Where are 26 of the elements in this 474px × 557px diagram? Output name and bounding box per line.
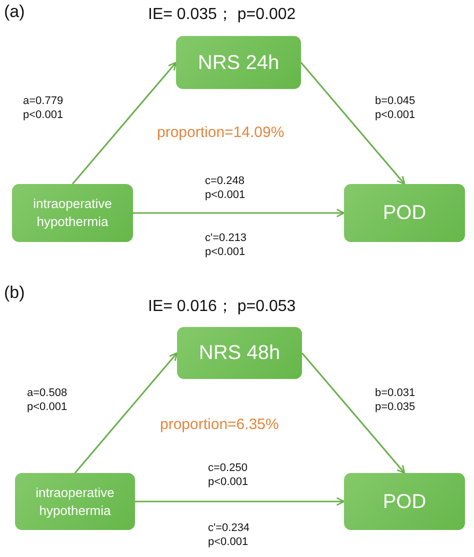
variable-box: NRS 48h [177,327,302,379]
edge-label: a=0.779 p<0.001 [23,95,64,122]
statistic-text: IE= 0.016； p=0.053 [148,297,296,317]
arrow [74,352,178,474]
edge-label: b=0.031 p=0.035 [375,387,416,414]
variable-box: intraoperative hypothermia [12,184,133,242]
variable-box: NRS 24h [176,36,301,89]
arrow [301,352,406,474]
edge-label: b=0.045 p<0.001 [375,95,416,122]
panel-label: (b) [4,282,25,304]
statistic-text: IE= 0.035； p=0.002 [148,5,296,25]
proportion-text: proportion=6.35% [160,416,279,435]
edge-label: c=0.248 p<0.001 [205,175,246,202]
arrow [135,497,345,506]
arrow [133,208,345,218]
edge-label: c=0.250 p<0.001 [208,462,250,490]
proportion-text: proportion=14.09% [157,124,284,143]
variable-box: POD [344,184,465,242]
variable-box: POD [344,473,465,530]
coefficient-label: c'=0.234 p<0.001 [208,522,251,550]
edge-label: a=0.508 p<0.001 [27,387,68,414]
arrow [300,62,406,185]
panel-label: (a) [4,1,25,22]
coefficient-label: c'=0.213 p<0.001 [205,232,248,260]
variable-box: intraoperative hypothermia [15,473,135,530]
arrow [72,62,177,185]
